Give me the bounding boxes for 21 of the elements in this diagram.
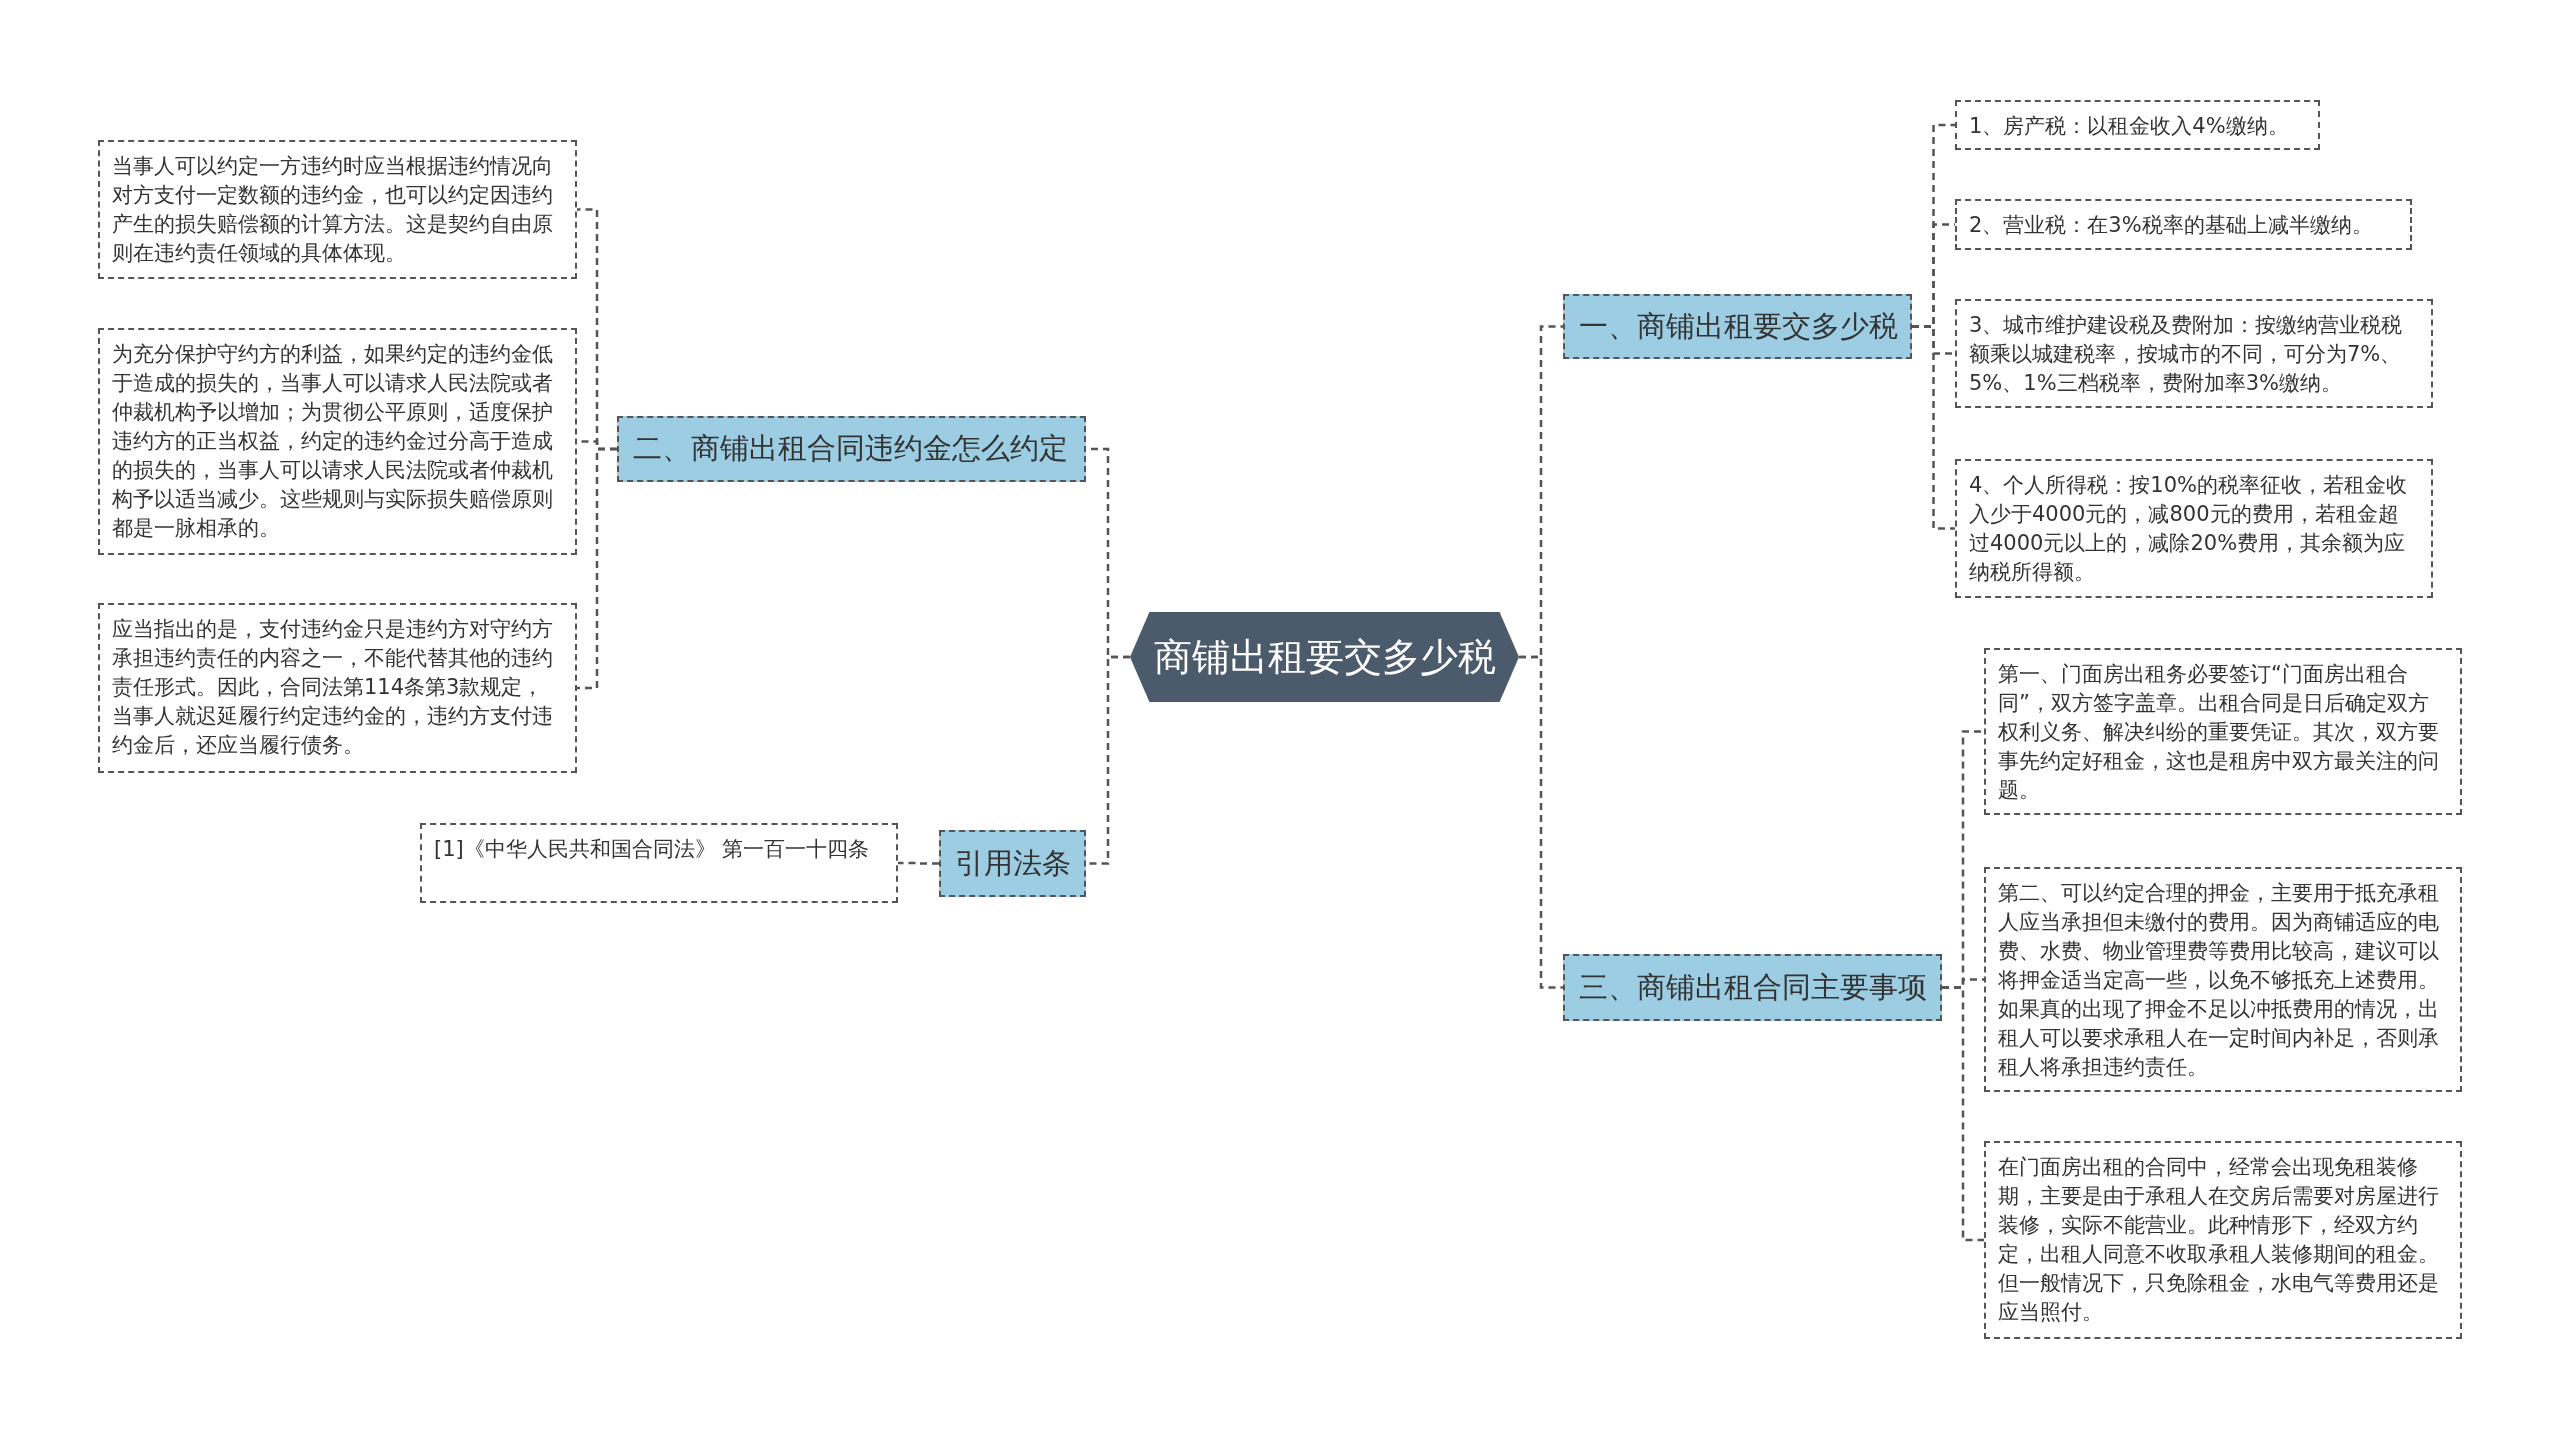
note-box: 4、个人所得税：按10%的税率征收，若租金收入少于4000元的，减800元的费用，若租金超过4000元以上的，减除20%费用，其余额为应纳税所得额。 [1955,459,2433,598]
note-box: 第二、可以约定合理的押金，主要用于抵充承租人应当承担但未缴付的费用。因为商铺适应的电费、水费、物业管理费等费用比较高，建议可以将押金适当定高一些，以免不够抵充上述费用。如果真的出现了押金不足以冲抵费用的情况，出租人可以要求承租人在一定时间内补足，否则承租人将承担违约责任。 [1984,867,2462,1092]
note-box: 2、营业税：在3%税率的基础上减半缴纳。 [1955,199,2412,250]
note-box: 1、房产税：以租金收入4%缴纳。 [1955,100,2320,150]
connector [577,447,617,690]
note-box: 当事人可以约定一方违约时应当根据违约情况向对方支付一定数额的违约金，也可以约定因违约产生的损失赔偿额的计算方法。这是契约自由原则在违约责任领域的具体体现。 [98,140,577,279]
note-box: 第一、门面房出租务必要签订“门面房出租合同”，双方签字盖章。出租合同是日后确定双方权利义务、解决纠纷的重要凭证。其次，双方要事先约定好租金，这也是租房中双方最关注的问题。 [1984,648,2462,815]
topic-box: 二、商铺出租合同违约金怎么约定 [617,416,1086,482]
connector [898,861,939,865]
topic-box: 引用法条 [939,830,1086,897]
topic-box: 三、商铺出租合同主要事项 [1563,954,1942,1021]
topic-box: 一、商铺出租要交多少税 [1563,294,1912,359]
note-box: 3、城市维护建设税及费附加：按缴纳营业税税额乘以城建税率，按城市的不同，可分为7%、5%、1%三档税率，费附加率3%缴纳。 [1955,299,2433,408]
connector [1519,655,1563,989]
central-topic: 商铺出租要交多少税 [1130,612,1519,702]
note-box: [1]《中华人民共和国合同法》 第一百一十四条 [420,823,898,903]
note-box: 为充分保护守约方的利益，如果约定的违约金低于造成的损失的，当事人可以请求人民法院或者仲裁机构予以增加；为贯彻公平原则，适度保护违约方的正当权益，约定的违约金过分高于造成的损失的，当事人可以请求人民法院或者仲裁机构予以适当减少。这些规则与实际损失赔偿原则都是一脉相承的。 [98,328,577,555]
note-box: 在门面房出租的合同中，经常会出现免租装修期，主要是由于承租人在交房后需要对房屋进行装修，实际不能营业。此种情形下，经双方约定，出租人同意不收取承租人装修期间的租金。但一般情况下，只免除租金，水电气等费用还是应当照付。 [1984,1141,2462,1339]
connector [1912,325,1955,530]
connector [1942,986,1984,1242]
note-box: 应当指出的是，支付违约金只是违约方对守约方承担违约责任的内容之一，不能代替其他的违约责任形式。因此，合同法第114条第3款规定，当事人就迟延履行约定违约金的，违约方支付违约金后，还应当履行债务。 [98,603,577,773]
